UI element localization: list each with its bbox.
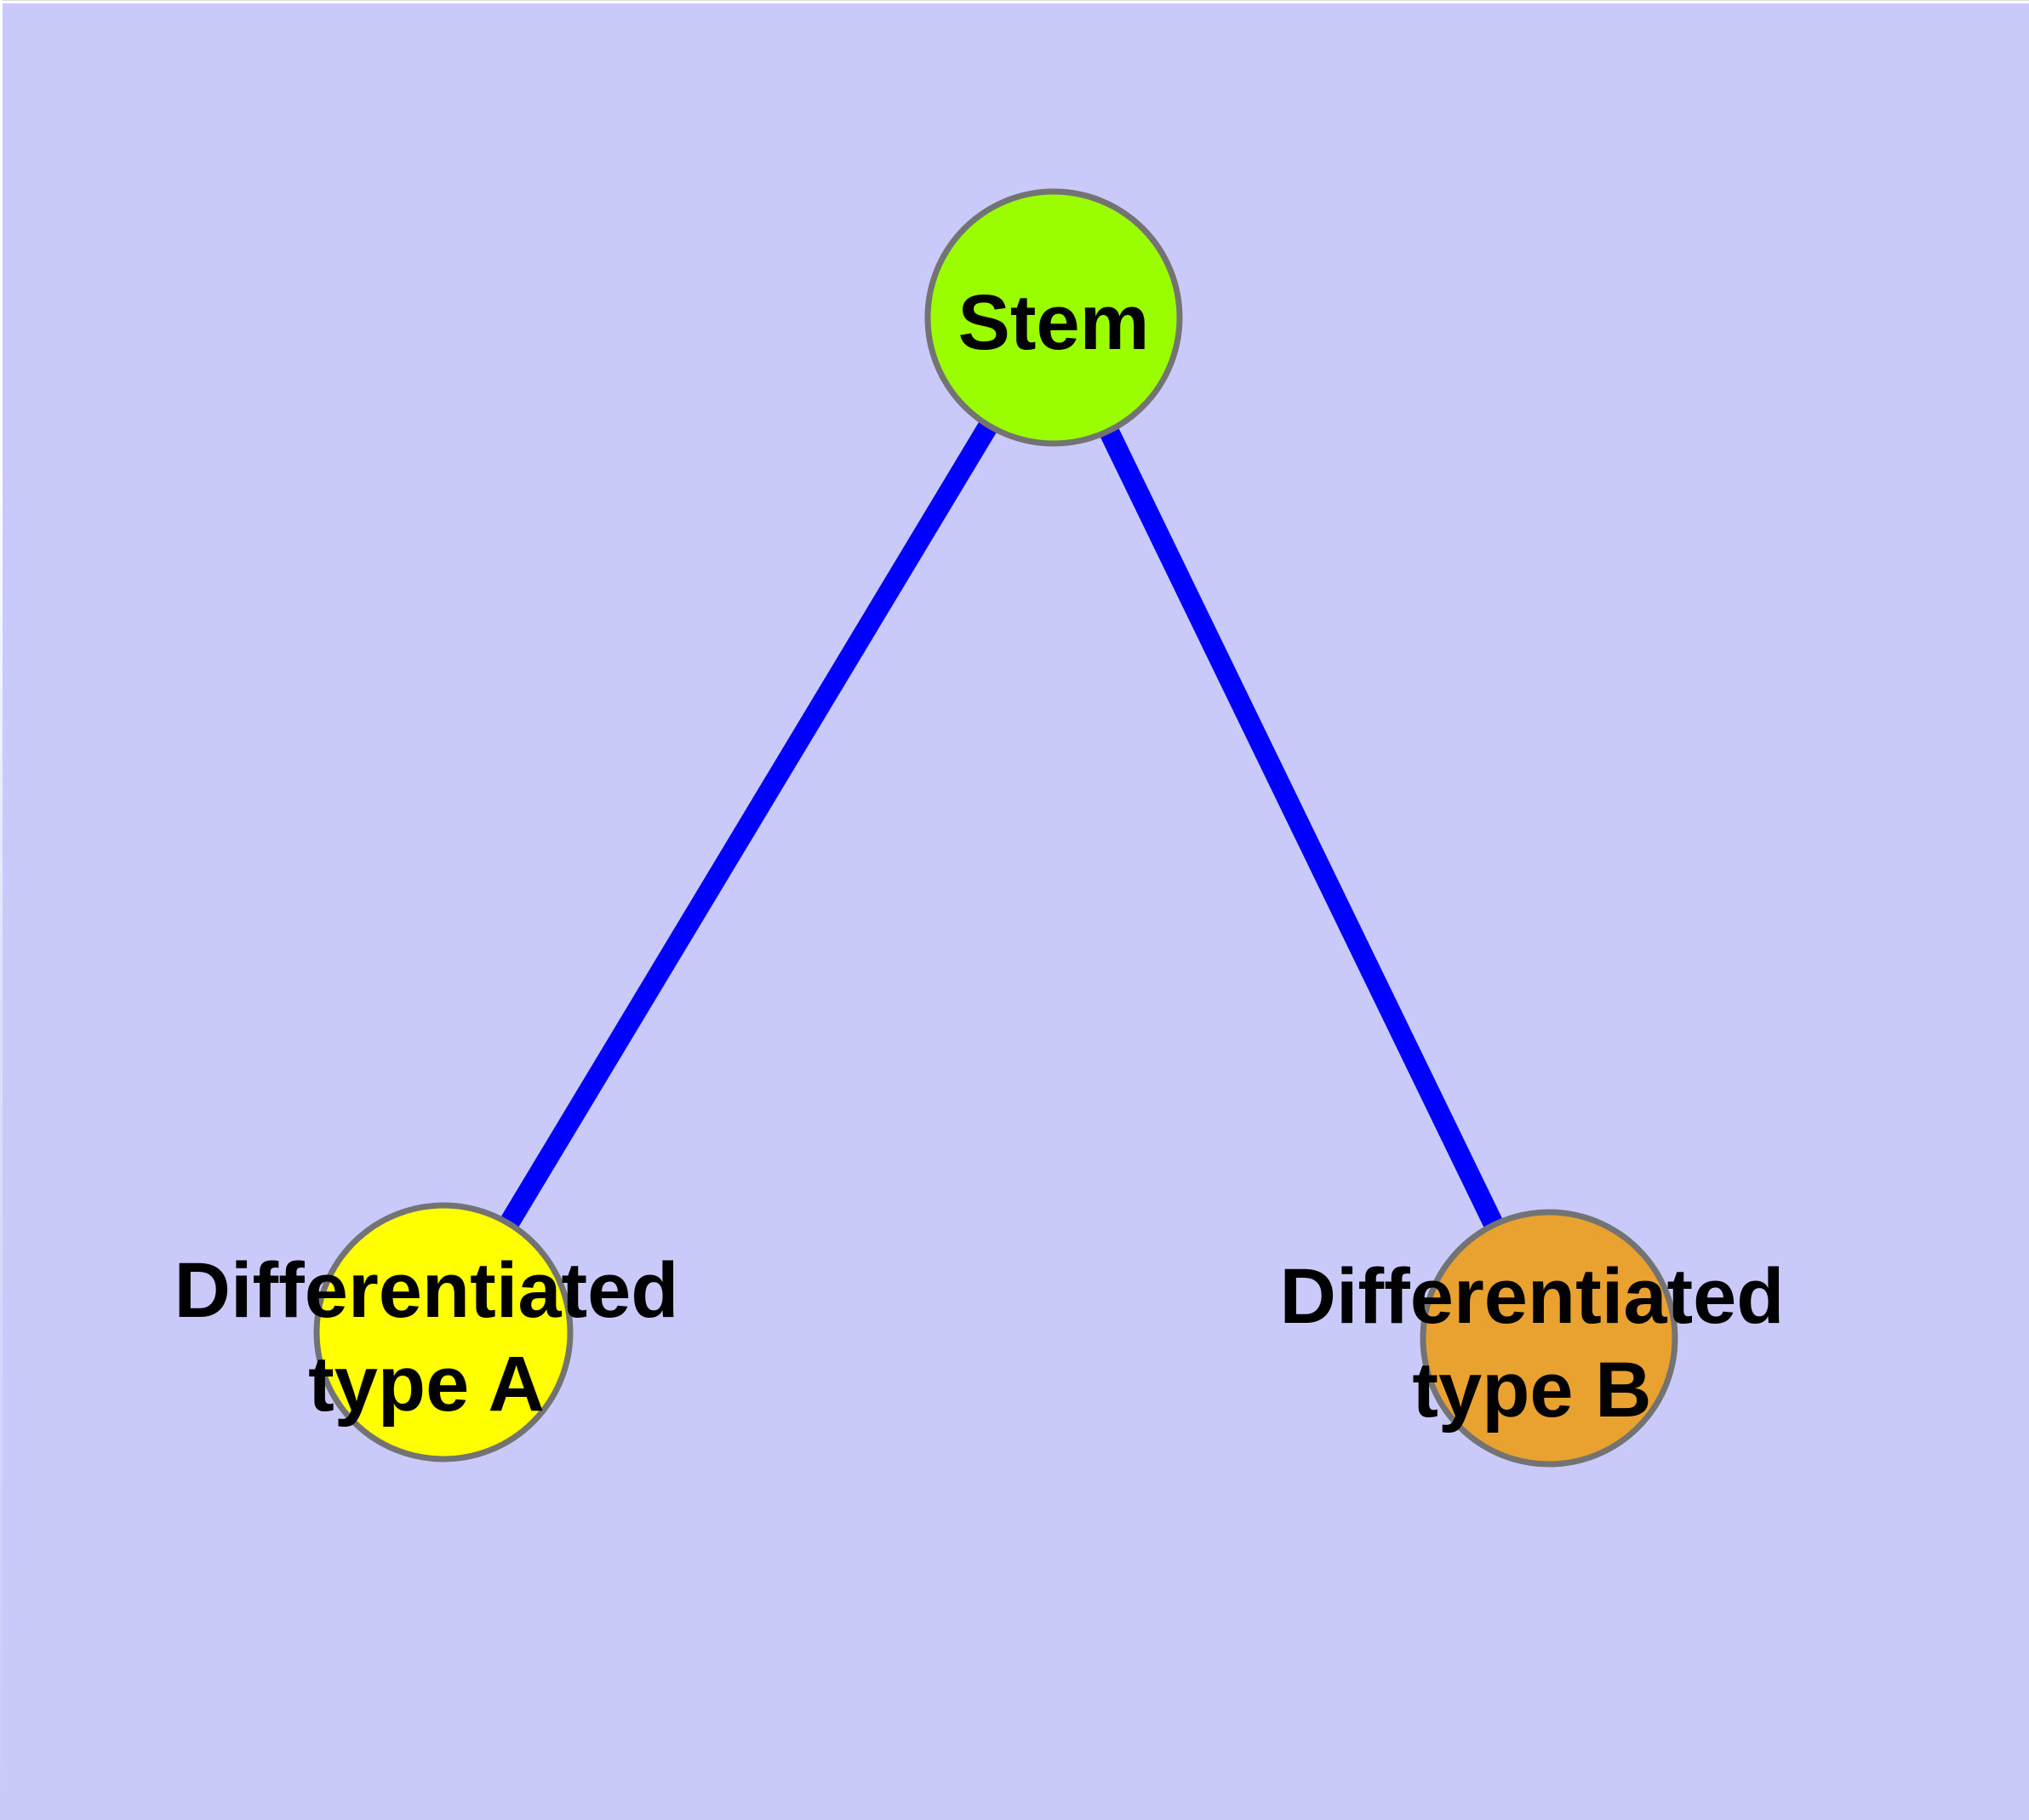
node-differentiated-type-a — [313, 1202, 574, 1462]
node-differentiated-type-b — [1420, 1209, 1678, 1468]
canvas-left-edge — [0, 0, 3, 1820]
node-label-line: Stem — [958, 279, 1150, 366]
canvas-top-edge — [0, 0, 2029, 3]
node-label-line: Differentiated — [174, 1247, 679, 1334]
node-label-line: type A — [308, 1341, 545, 1428]
node-label-line: Differentiated — [1280, 1253, 1785, 1340]
node-stem-label: Stem — [958, 279, 1150, 366]
edge-stem-to-type-a — [434, 312, 1063, 1338]
node-stem — [924, 188, 1183, 447]
edge-stem-to-type-b — [1044, 312, 1558, 1343]
node-label-line: type B — [1412, 1347, 1651, 1434]
